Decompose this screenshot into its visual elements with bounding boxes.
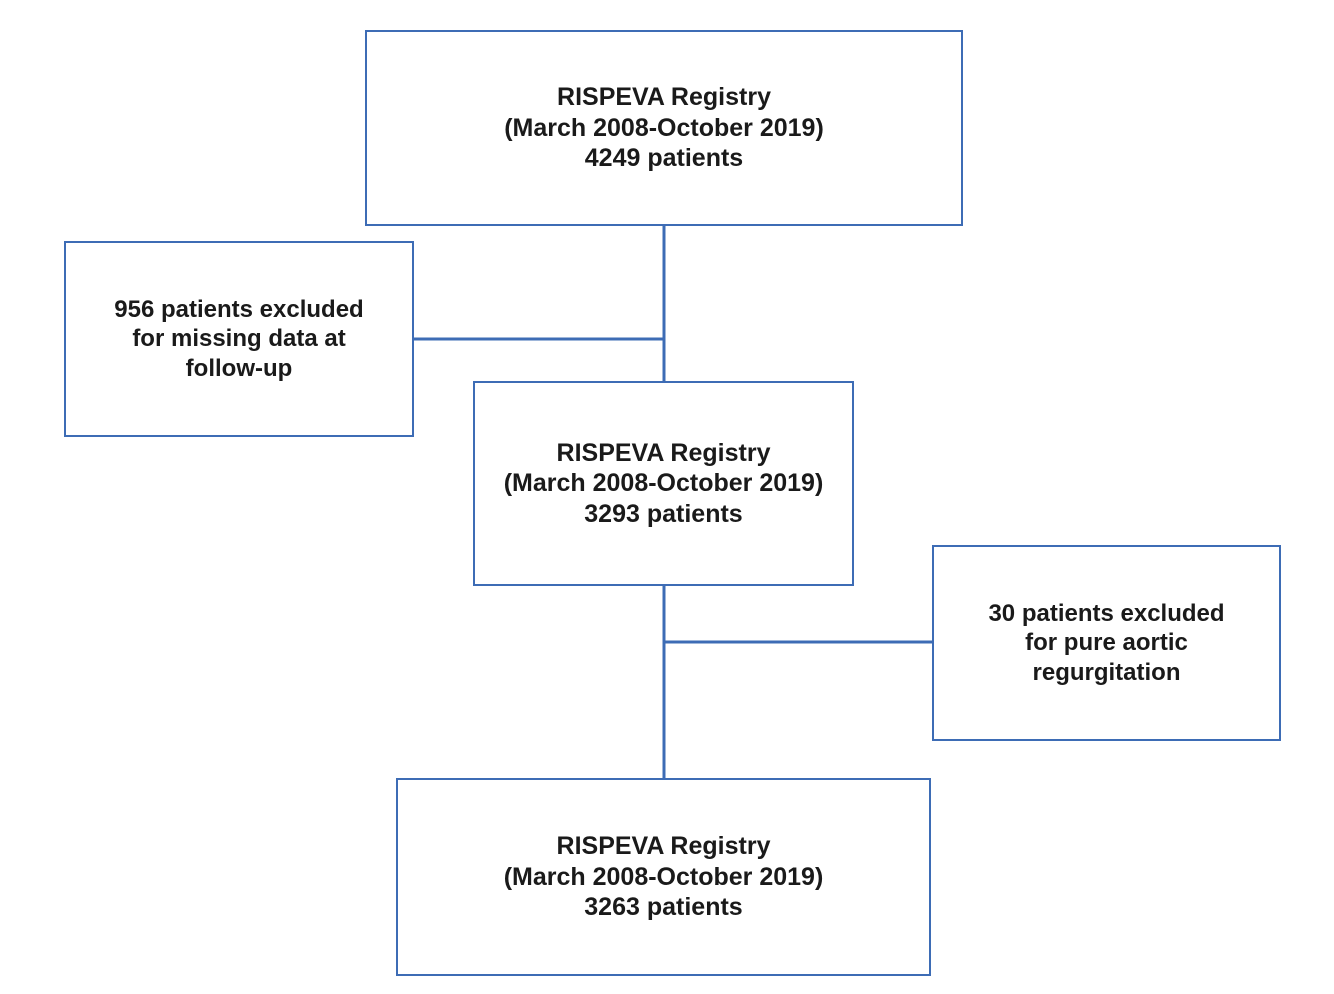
node-registry-after-missing-data-period: (March 2008-October 2019) [503,469,824,498]
node-registry-final-cohort-count: 3263 patients [584,893,743,922]
node-exclusion-aortic-regurgitation-line-3: regurgitation [1032,658,1181,686]
node-exclusion-aortic-regurgitation-line-1: 30 patients excluded [988,600,1225,628]
node-exclusion-aortic-regurgitation[interactable]: 30 patients excluded for pure aortic reg… [932,545,1281,741]
node-registry-final-cohort-period: (March 2008-October 2019) [503,862,824,891]
node-exclusion-aortic-regurgitation-line-2: for pure aortic [1025,629,1188,657]
node-registry-after-missing-data-title: RISPEVA Registry [556,438,771,467]
node-exclusion-missing-data[interactable]: 956 patients excluded for missing data a… [64,241,414,437]
node-exclusion-missing-data-line-1: 956 patients excluded [114,296,364,324]
node-registry-after-missing-data-count: 3293 patients [584,499,743,528]
node-registry-source-period: (March 2008-October 2019) [504,113,824,142]
node-registry-final-cohort[interactable]: RISPEVA Registry (March 2008-October 201… [396,778,931,976]
node-registry-source-count: 4249 patients [584,144,744,173]
node-registry-final-cohort-title: RISPEVA Registry [556,832,771,861]
node-registry-after-missing-data[interactable]: RISPEVA Registry (March 2008-October 201… [473,381,854,586]
node-exclusion-missing-data-line-3: follow-up [185,354,293,382]
node-registry-source-title: RISPEVA Registry [557,83,771,112]
node-exclusion-missing-data-line-2: for missing data at [132,325,346,353]
node-registry-source[interactable]: RISPEVA Registry (March 2008-October 201… [365,30,963,226]
